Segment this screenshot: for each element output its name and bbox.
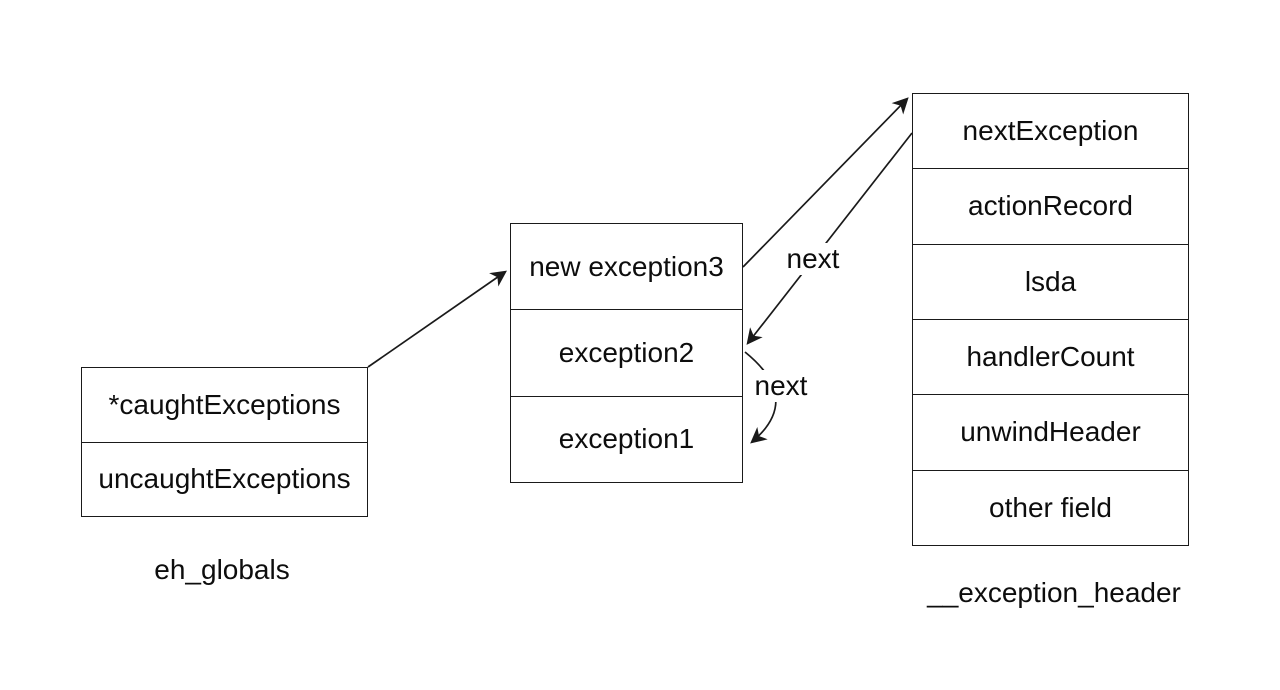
field-next-exception: nextException	[962, 115, 1139, 147]
next-pointer-label-exception2-to-exception1: next	[751, 370, 811, 402]
field-action-record: actionRecord	[913, 168, 1188, 243]
exception-stack-box: new exception3 exception2 exception1	[510, 223, 743, 483]
next-pointer-label-header-to-exception2: next	[783, 243, 843, 275]
field-new-exception3: new exception3	[529, 250, 724, 282]
field-lsda: lsda	[913, 243, 1188, 319]
exception-header-box: nextException actionRecord lsda handlerC…	[912, 93, 1189, 546]
field-exception2: exception2	[511, 309, 742, 395]
field-handler-count: handlerCount	[913, 318, 1188, 394]
arrow-exception3-to-header	[742, 97, 909, 268]
eh-globals-caption: eh_globals	[154, 554, 290, 585]
field-caught-exceptions: *caughtExceptions	[108, 388, 341, 420]
field-unwind-header: unwindHeader	[913, 394, 1188, 469]
exception-header-caption: __exception_header	[927, 577, 1181, 608]
field-other-field: other field	[913, 469, 1188, 545]
eh-globals-box: *caughtExceptions uncaughtExceptions	[81, 367, 368, 517]
arrow-caught-to-exception3	[367, 270, 507, 368]
arrow-header-next-to-exception2	[746, 132, 913, 345]
field-uncaught-exceptions: uncaughtExceptions	[82, 441, 367, 517]
field-exception1: exception1	[511, 395, 742, 482]
